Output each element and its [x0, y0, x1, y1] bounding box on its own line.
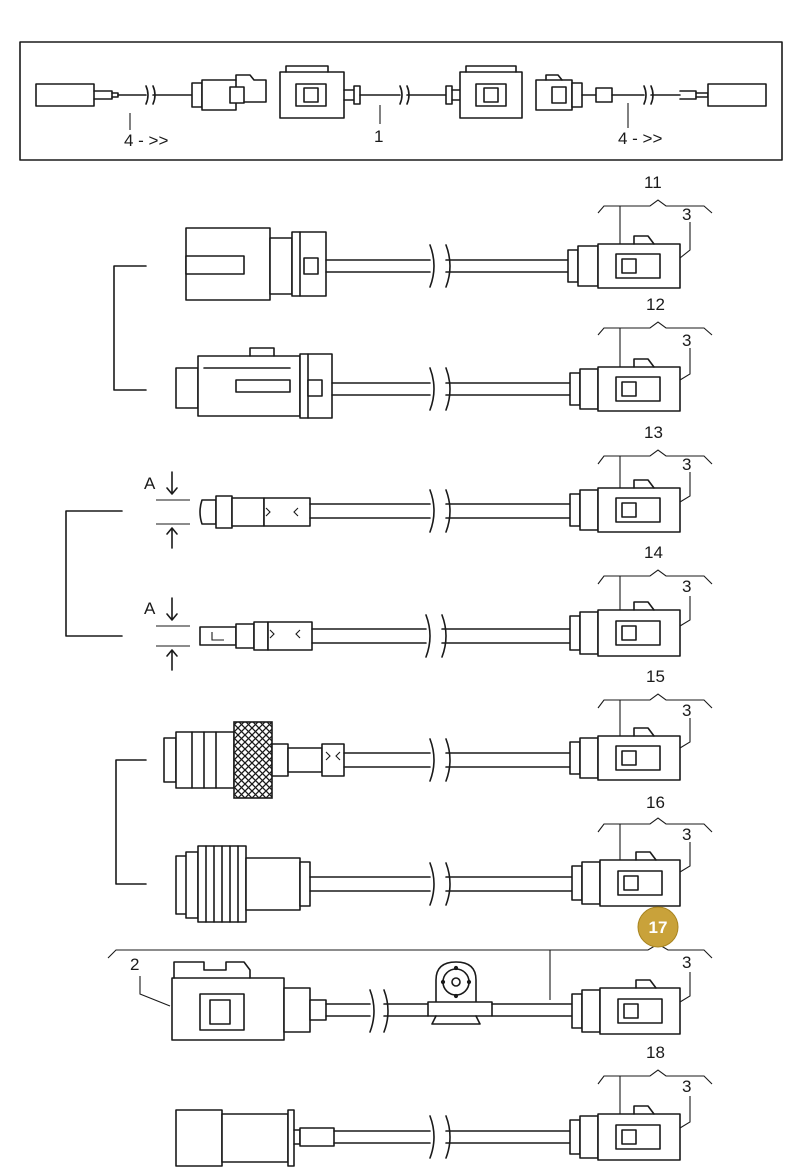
knurled-nut	[233, 721, 273, 799]
part-18-right-connector	[569, 1105, 681, 1161]
part-17-mounting-bracket	[427, 961, 493, 1025]
part-11-break-mark	[429, 244, 451, 288]
part-16-break-mark	[429, 862, 451, 906]
part-11-cable	[325, 259, 577, 273]
part-15-cable	[343, 752, 577, 768]
part-17-row: 2	[107, 906, 713, 1041]
part-11-left-connector	[185, 227, 327, 301]
part-12-left-connector	[175, 347, 333, 419]
part-15-break-mark	[429, 738, 451, 782]
part-16-sub-number: 3	[682, 825, 691, 844]
part-17-cable-right	[491, 1003, 577, 1017]
part-13-cable	[309, 503, 577, 519]
part-16-sub-leader	[679, 842, 691, 873]
part-15-left-connector	[163, 721, 345, 799]
overview-center-label: 1	[374, 127, 383, 146]
part-13-callout-bracket	[597, 449, 713, 465]
part-16-number: 16	[646, 793, 665, 812]
part-16-cable	[309, 876, 577, 892]
part-15-sub-leader	[679, 718, 691, 749]
part-14-dim-label: A	[144, 599, 156, 618]
part-15-right-connector	[569, 727, 681, 781]
part-14-sub-leader	[679, 596, 691, 627]
part-11-callout-bracket	[597, 199, 713, 214]
part-16-left-connector	[175, 845, 311, 923]
part-17-sub-leader	[679, 972, 691, 1003]
part-12-break-mark	[429, 367, 451, 411]
part-17-right-connector	[571, 979, 681, 1035]
part-18-callout-bracket	[597, 1069, 713, 1085]
overview-left-label: 4 - >>	[124, 131, 168, 150]
part-17-highlight-badge[interactable]: 17	[637, 906, 679, 948]
part-14-sub-number: 3	[682, 577, 691, 596]
part-16-right-connector	[571, 851, 681, 907]
part-16-row: 16 3	[175, 793, 713, 923]
part-13-dimension-a: A	[144, 471, 190, 549]
part-12-right-connector	[569, 358, 681, 412]
part-18-row: 18 3	[175, 1043, 713, 1167]
part-15-number: 15	[646, 667, 665, 686]
part-18-sub-number: 3	[682, 1077, 691, 1096]
part-12-sub-number: 3	[682, 331, 691, 350]
part-18-sub-leader	[679, 1096, 691, 1129]
part-14-callout-bracket	[597, 569, 713, 585]
part-17-cable-left	[325, 1003, 429, 1017]
part-12-row: 12 3	[175, 295, 713, 419]
overview-right-plug	[535, 74, 767, 111]
part-13-right-connector	[569, 479, 681, 533]
part-17-left-label: 2	[130, 955, 139, 974]
overview-right-label: 4 - >>	[618, 129, 662, 148]
part-15-row: 15 3	[163, 667, 713, 799]
part-17-sub-number: 3	[682, 953, 691, 972]
group-bracket-15-16	[115, 759, 147, 885]
part-17-left-leader	[139, 976, 171, 1007]
part-14-row: A 14 3	[144, 543, 713, 671]
part-14-right-connector	[569, 601, 681, 657]
overview-left-plug	[35, 74, 267, 111]
part-18-break-mark	[429, 1115, 451, 1159]
part-14-dimension-a: A	[144, 597, 190, 671]
part-13-sub-number: 3	[682, 455, 691, 474]
part-13-dim-label: A	[144, 474, 156, 493]
part-14-number: 14	[644, 543, 663, 562]
part-14-cable	[311, 628, 577, 644]
part-13-sub-leader	[679, 472, 691, 503]
part-17-number: 17	[649, 918, 668, 937]
part-18-cable	[333, 1130, 577, 1144]
part-15-callout-bracket	[597, 693, 713, 709]
part-18-number: 18	[646, 1043, 665, 1062]
part-14-break-mark	[425, 614, 447, 658]
part-17-callout-bracket	[107, 943, 713, 959]
part-13-row: A 13 3	[144, 423, 713, 549]
part-17-break-mark	[369, 989, 389, 1033]
part-12-cable	[331, 382, 577, 396]
part-15-sub-number: 3	[682, 701, 691, 720]
part-13-number: 13	[644, 423, 663, 442]
part-11-sub-leader	[679, 222, 691, 259]
part-17-left-connector	[171, 961, 327, 1041]
group-bracket-13-14	[65, 510, 123, 637]
part-13-left-connector	[199, 495, 311, 529]
overview-center-connector	[279, 65, 523, 119]
part-12-sub-leader	[679, 348, 691, 381]
part-14-left-connector	[199, 621, 313, 651]
part-12-callout-bracket	[597, 321, 713, 336]
part-11-right-connector	[567, 235, 681, 289]
part-11-number: 11	[644, 173, 662, 192]
part-16-callout-bracket	[597, 817, 713, 833]
part-13-break-mark	[429, 489, 451, 533]
part-18-left-connector	[175, 1109, 335, 1167]
group-bracket-11-12	[113, 265, 147, 391]
part-11-sub-number: 3	[682, 205, 691, 224]
part-12-number: 12	[646, 295, 665, 314]
overview-panel: 4 - >> 1	[19, 41, 783, 161]
part-11-row: 11 3	[185, 173, 713, 301]
